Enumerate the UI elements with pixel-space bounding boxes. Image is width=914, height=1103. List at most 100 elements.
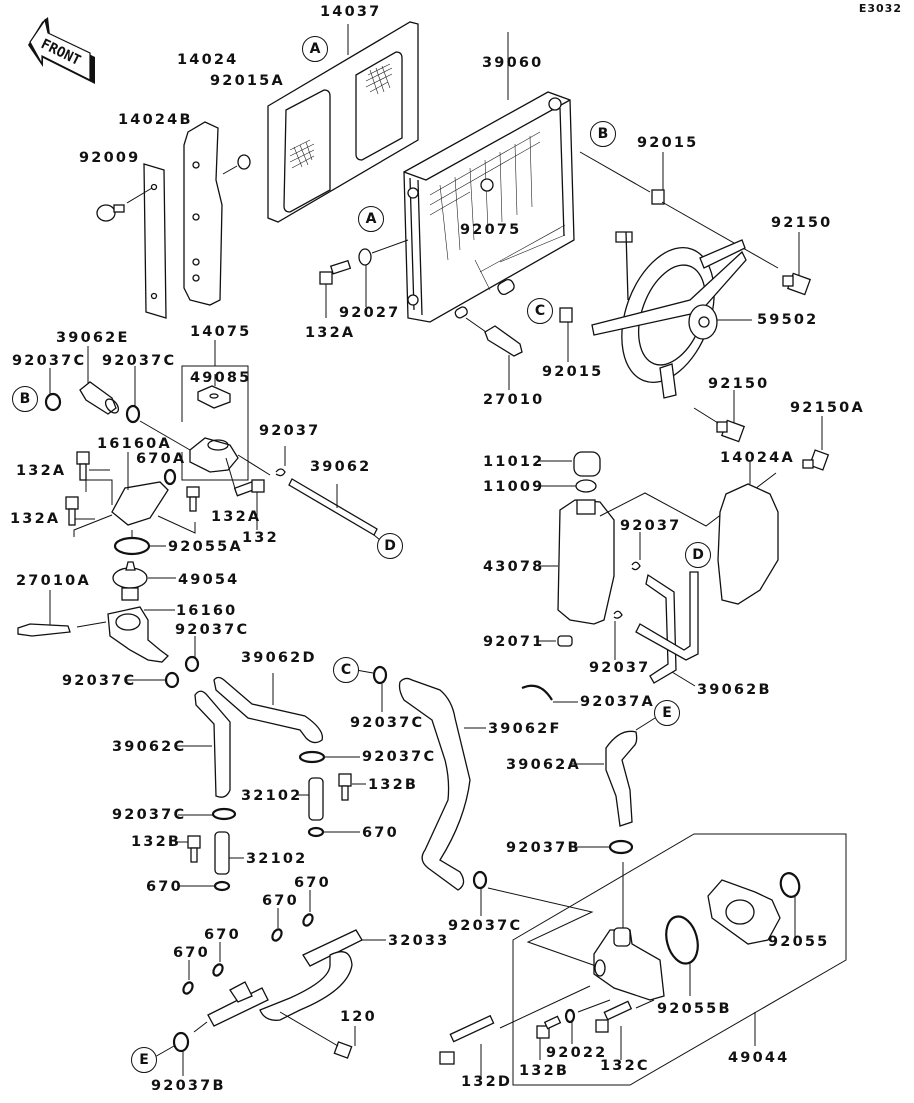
part-92055-oring bbox=[779, 872, 801, 940]
part-11009-gasket bbox=[538, 479, 597, 493]
diagram-code: E3032 bbox=[858, 2, 902, 15]
part-label[interactable]: 670 bbox=[146, 879, 183, 895]
part-92037B-clamp-lower bbox=[152, 1021, 208, 1076]
part-label[interactable]: 92071 bbox=[483, 634, 545, 650]
part-label[interactable]: 14024 bbox=[177, 52, 239, 68]
part-label[interactable]: 16160A bbox=[97, 436, 172, 452]
part-label[interactable]: 92055B bbox=[657, 1001, 732, 1017]
part-label[interactable]: 14075 bbox=[190, 324, 252, 340]
ref-circle-a: A bbox=[358, 206, 384, 232]
ref-circle-e: E bbox=[131, 1047, 157, 1073]
part-32102-pipe-lower bbox=[214, 831, 244, 875]
part-92150-bolts bbox=[693, 232, 812, 443]
part-label[interactable]: 92037C bbox=[350, 715, 425, 731]
part-label[interactable]: 92037 bbox=[589, 660, 651, 676]
part-27010A-sensor bbox=[17, 590, 107, 637]
part-label[interactable]: 92037C bbox=[62, 673, 137, 689]
part-label[interactable]: 92037B bbox=[506, 840, 581, 856]
part-label[interactable]: 39062E bbox=[56, 330, 130, 346]
part-label[interactable]: 92075 bbox=[460, 222, 522, 238]
part-label[interactable]: 132B bbox=[519, 1063, 570, 1079]
part-label[interactable]: 49054 bbox=[178, 572, 240, 588]
part-label[interactable]: 132A bbox=[10, 511, 61, 527]
part-label[interactable]: 11012 bbox=[483, 454, 545, 470]
part-label[interactable]: 92037C bbox=[12, 353, 87, 369]
part-label[interactable]: 92027 bbox=[339, 305, 401, 321]
part-label[interactable]: 92037C bbox=[362, 749, 437, 765]
part-label[interactable]: 132A bbox=[305, 325, 356, 341]
part-label[interactable]: 14024A bbox=[720, 450, 795, 466]
part-label[interactable]: 92037C bbox=[102, 353, 177, 369]
ref-circle-c: C bbox=[333, 657, 359, 683]
part-label[interactable]: 92022 bbox=[546, 1045, 608, 1061]
part-label[interactable]: 132C bbox=[600, 1058, 650, 1074]
part-132D-bolt bbox=[439, 985, 591, 1080]
part-label[interactable]: 39062F bbox=[488, 721, 562, 737]
part-label[interactable]: 27010 bbox=[483, 392, 545, 408]
part-label[interactable]: 670 bbox=[262, 893, 299, 909]
part-670A-oring bbox=[163, 468, 177, 486]
part-670-oring-lower bbox=[179, 880, 231, 892]
part-label[interactable]: 92055 bbox=[768, 934, 830, 950]
part-92015A-grommet bbox=[222, 154, 251, 175]
part-label[interactable]: 92150A bbox=[790, 400, 865, 416]
part-label[interactable]: 39062C bbox=[112, 739, 187, 755]
part-92037-clips-reservoir bbox=[613, 532, 641, 660]
part-label[interactable]: 670 bbox=[294, 875, 331, 891]
part-label[interactable]: 132 bbox=[242, 530, 279, 546]
part-label[interactable]: 39060 bbox=[482, 55, 544, 71]
part-label[interactable]: 27010A bbox=[16, 573, 91, 589]
part-label[interactable]: 92009 bbox=[79, 150, 141, 166]
part-label[interactable]: 120 bbox=[340, 1009, 377, 1025]
part-label[interactable]: 132B bbox=[131, 834, 182, 850]
part-label[interactable]: 11009 bbox=[483, 479, 545, 495]
part-label[interactable]: 92015A bbox=[210, 73, 285, 89]
part-label[interactable]: 92037C bbox=[112, 807, 187, 823]
part-label[interactable]: 49085 bbox=[190, 370, 252, 386]
part-92037-clip-top bbox=[275, 446, 286, 477]
part-92055A-oring bbox=[113, 530, 166, 556]
part-39062D-hose bbox=[213, 673, 324, 744]
part-39062B-hose bbox=[635, 571, 699, 687]
part-label[interactable]: 92037A bbox=[580, 694, 655, 710]
part-label[interactable]: 43078 bbox=[483, 559, 545, 575]
part-label[interactable]: 39062 bbox=[310, 459, 372, 475]
part-label[interactable]: 92037 bbox=[620, 518, 682, 534]
part-label[interactable]: 132A bbox=[16, 463, 67, 479]
part-label[interactable]: 32102 bbox=[241, 788, 303, 804]
part-label[interactable]: 39062A bbox=[506, 757, 581, 773]
part-92071-grommet bbox=[536, 635, 573, 647]
part-39062E-hose bbox=[79, 346, 120, 415]
part-label[interactable]: 92037 bbox=[259, 423, 321, 439]
part-label[interactable]: 132B bbox=[368, 777, 419, 793]
part-label[interactable]: 132A bbox=[211, 509, 262, 525]
part-label[interactable]: 16160 bbox=[176, 603, 238, 619]
part-label[interactable]: 92037C bbox=[448, 918, 523, 934]
part-label[interactable]: 92037B bbox=[151, 1078, 226, 1094]
part-label[interactable]: 49044 bbox=[728, 1050, 790, 1066]
part-label[interactable]: 92037C bbox=[175, 622, 250, 638]
part-92150A-bolt bbox=[802, 416, 830, 471]
part-label[interactable]: 32102 bbox=[246, 851, 308, 867]
part-92037C-clamps-top bbox=[44, 366, 191, 451]
part-14037-shroud bbox=[267, 21, 419, 223]
part-label[interactable]: 92015 bbox=[637, 135, 699, 151]
part-label[interactable]: 14037 bbox=[320, 4, 382, 20]
part-label[interactable]: 92015 bbox=[542, 364, 604, 380]
part-label[interactable]: 670A bbox=[136, 451, 187, 467]
part-label[interactable]: 670 bbox=[173, 945, 210, 961]
part-label[interactable]: 39062D bbox=[241, 650, 317, 666]
part-label[interactable]: 670 bbox=[204, 927, 241, 943]
part-label[interactable]: 92150 bbox=[708, 376, 770, 392]
part-label[interactable]: 32033 bbox=[388, 933, 450, 949]
part-label[interactable]: 132D bbox=[461, 1074, 513, 1090]
part-label[interactable]: 39062B bbox=[697, 682, 772, 698]
part-label[interactable]: 92150 bbox=[771, 215, 833, 231]
part-label[interactable]: 670 bbox=[362, 825, 399, 841]
part-132A-bolt-radiator bbox=[319, 239, 409, 318]
part-label[interactable]: 92055A bbox=[168, 539, 243, 555]
part-label[interactable]: 59502 bbox=[757, 312, 819, 328]
part-label[interactable]: 14024B bbox=[118, 112, 193, 128]
part-92055B-oring bbox=[665, 915, 699, 996]
